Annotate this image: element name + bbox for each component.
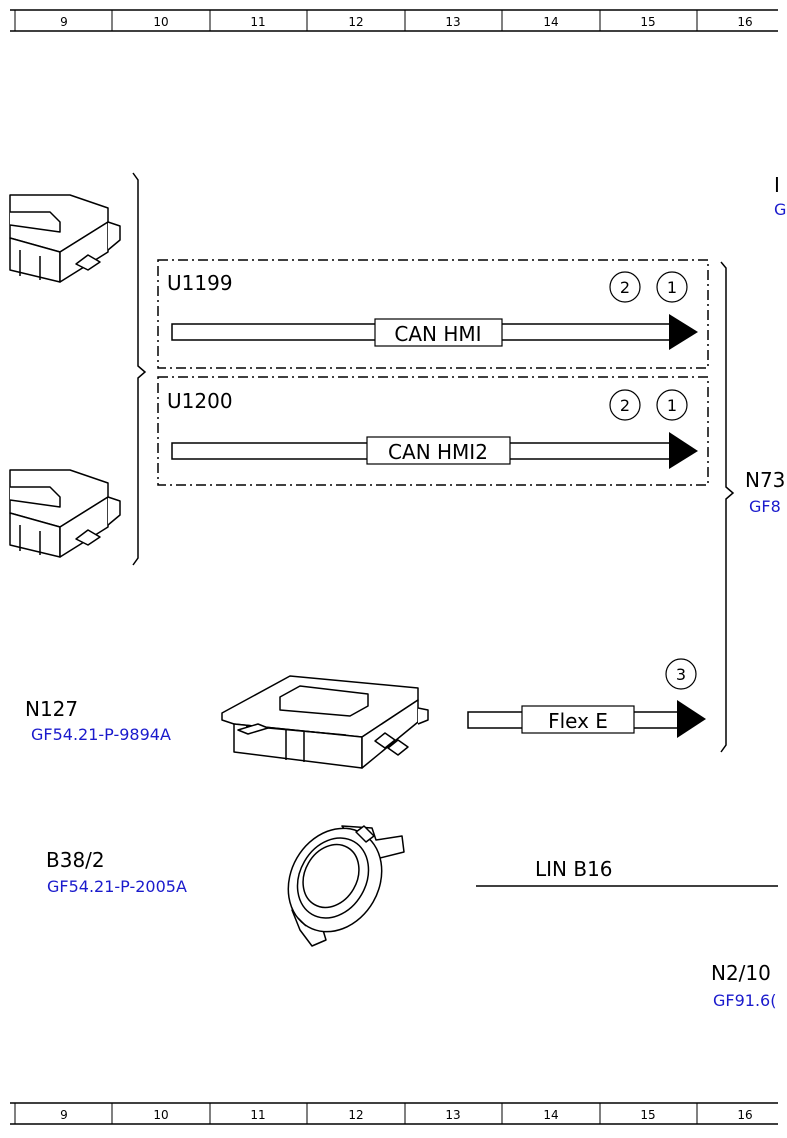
- n2-10-component-id: N2/10: [711, 961, 771, 985]
- ruler-bottom-col-16: 16: [737, 1108, 752, 1122]
- marker-u1200-2: 2: [620, 396, 630, 415]
- ruler-bottom-col-15: 15: [640, 1108, 655, 1122]
- n73-component-id: N73: [745, 468, 785, 492]
- control-unit-upper-left-icon: [9, 194, 121, 283]
- marker-u1200-1: 1: [667, 396, 677, 415]
- lin-b16-label: LIN B16: [535, 857, 613, 881]
- top-right-component-id: I: [774, 173, 780, 197]
- bus-label-flex-e: Flex E: [548, 709, 608, 733]
- fault-group-u1199: U1199 2 1 CAN HMI: [157, 259, 709, 369]
- ruler-bottom-col-9: 9: [60, 1108, 68, 1122]
- n127-control-unit-icon: [221, 675, 429, 769]
- n127-component-ref: GF54.21-P-9894A: [31, 725, 171, 744]
- ruler-top-col-13: 13: [445, 15, 460, 29]
- ruler-top-col-12: 12: [348, 15, 363, 29]
- ruler-bottom-col-14: 14: [543, 1108, 558, 1122]
- ruler-top-col-14: 14: [543, 15, 558, 29]
- ruler-bottom-col-12: 12: [348, 1108, 363, 1122]
- ruler-top-col-15: 15: [640, 15, 655, 29]
- bus-label-can-hmi: CAN HMI: [394, 322, 481, 346]
- bus-label-can-hmi2: CAN HMI2: [388, 440, 488, 464]
- b38-2-component-ref: GF54.21-P-2005A: [47, 877, 187, 896]
- ruler-top-col-16: 16: [737, 15, 752, 29]
- right-grouping-brace: [720, 261, 735, 753]
- marker-flex-3: 3: [676, 665, 686, 684]
- marker-u1199-2: 2: [620, 278, 630, 297]
- ruler-top-col-9: 9: [60, 15, 68, 29]
- n127-component-id: N127: [25, 697, 78, 721]
- top-right-component-ref: G: [774, 200, 786, 219]
- ruler-bottom-col-11: 11: [250, 1108, 265, 1122]
- fault-code-u1200: U1200: [167, 389, 233, 413]
- top-ruler: 9 10 11 12 13 14 15 16: [10, 9, 778, 32]
- marker-u1199-1: 1: [667, 278, 677, 297]
- fault-code-u1199: U1199: [167, 271, 233, 295]
- fault-group-u1200: U1200 2 1 CAN HMI2: [157, 376, 709, 486]
- left-grouping-brace: [132, 172, 147, 566]
- b38-2-component-id: B38/2: [46, 848, 105, 872]
- ruler-bottom-col-13: 13: [445, 1108, 460, 1122]
- n2-10-component-ref: GF91.6(: [713, 991, 776, 1010]
- ruler-top-col-10: 10: [153, 15, 168, 29]
- rain-light-sensor-icon: [287, 825, 405, 947]
- ruler-top-col-11: 11: [250, 15, 265, 29]
- bottom-ruler: 9 10 11 12 13 14 15 16: [10, 1102, 778, 1125]
- control-unit-lower-left-icon: [9, 469, 121, 558]
- n73-component-ref: GF8: [749, 497, 781, 516]
- ruler-bottom-col-10: 10: [153, 1108, 168, 1122]
